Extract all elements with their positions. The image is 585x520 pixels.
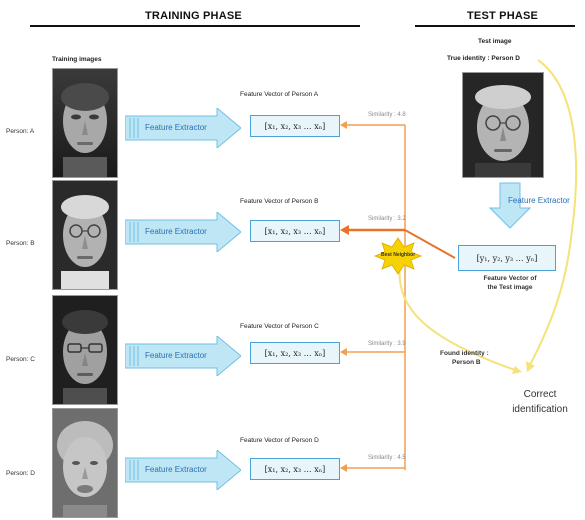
similarity-b: Similarity : 3.2 [368,216,406,222]
feature-vector-b: [x₁, x₂, x₃ … xₙ] [250,220,340,242]
similarity-arrowhead-d [340,464,347,472]
test-feature-vector: [y₁, y₂, y₃ … yₙ] [458,245,556,271]
feature-extractor-b: Feature Extractor [125,212,241,252]
feature-extractor-d-label: Feature Extractor [145,465,207,474]
test-face-image [462,72,544,178]
feature-extractor-c-label: Feature Extractor [145,351,207,360]
person-b-label: Person: B [6,240,35,247]
feature-vector-c: [x₁, x₂, x₃ … xₙ] [250,342,340,364]
person-d-label: Person: D [6,470,35,477]
best-neighbor-label: Best Neighbor [381,252,416,258]
result-label-1: Correct [523,389,557,400]
found-identity-label-1: Found identity : [440,350,489,357]
test-phase-title: TEST PHASE [467,10,539,22]
person-c-face-image [52,295,118,405]
feature-extractor-a: Feature Extractor [125,108,241,148]
found-identity-curve [398,264,516,371]
feature-extractor-c: Feature Extractor [125,336,241,376]
true-identity-curve [529,59,578,366]
found-identity-arrowhead [512,366,522,374]
training-phase-underline [30,25,360,27]
similarity-arrowhead-c [340,348,347,356]
feature-vector-d-title: Feature Vector of Person D [240,437,319,444]
training-phase-title: TRAINING PHASE [145,10,242,22]
feature-extractor-d: Feature Extractor [125,450,241,490]
person-b-face-image [52,180,118,290]
test-to-collector-line [404,229,456,259]
feature-vector-a: [x₁, x₂, x₃ … xₙ] [250,115,340,137]
person-d-face-image [52,408,118,518]
person-c-label: Person: C [6,356,35,363]
similarity-arrowhead-b [340,225,349,235]
test-vector-caption-2: the Test image [487,284,533,291]
person-a-face-image [52,68,118,178]
similarity-d: Similarity : 4.5 [368,455,406,461]
result-label-2: identification [512,404,568,415]
found-identity-label-2: Person B [452,359,481,366]
feature-vector-b-title: Feature Vector of Person B [240,198,319,205]
feature-vector-c-title: Feature Vector of Person C [240,323,319,330]
test-extractor-arrow [488,182,532,229]
similarity-arrowhead-a [340,121,347,129]
best-neighbor-star [373,237,423,275]
similarity-a: Similarity : 4.8 [368,112,406,118]
person-a-label: Person: A [6,128,35,135]
true-identity-label: True identity : Person D [447,55,520,62]
test-feature-extractor-label: Feature Extractor [508,196,570,205]
test-image-label: Test image [478,38,512,45]
feature-extractor-a-label: Feature Extractor [145,123,207,132]
test-vector-caption-1: Feature Vector of [483,275,537,282]
true-identity-arrowhead [526,361,535,372]
feature-extractor-b-label: Feature Extractor [145,227,207,236]
training-images-label: Training images [52,56,102,63]
test-phase-underline [415,25,575,27]
similarity-c: Similarity : 3.9 [368,341,406,347]
feature-vector-d: [x₁, x₂, x₃ … xₙ] [250,458,340,480]
feature-vector-a-title: Feature Vector of Person A [240,91,319,98]
